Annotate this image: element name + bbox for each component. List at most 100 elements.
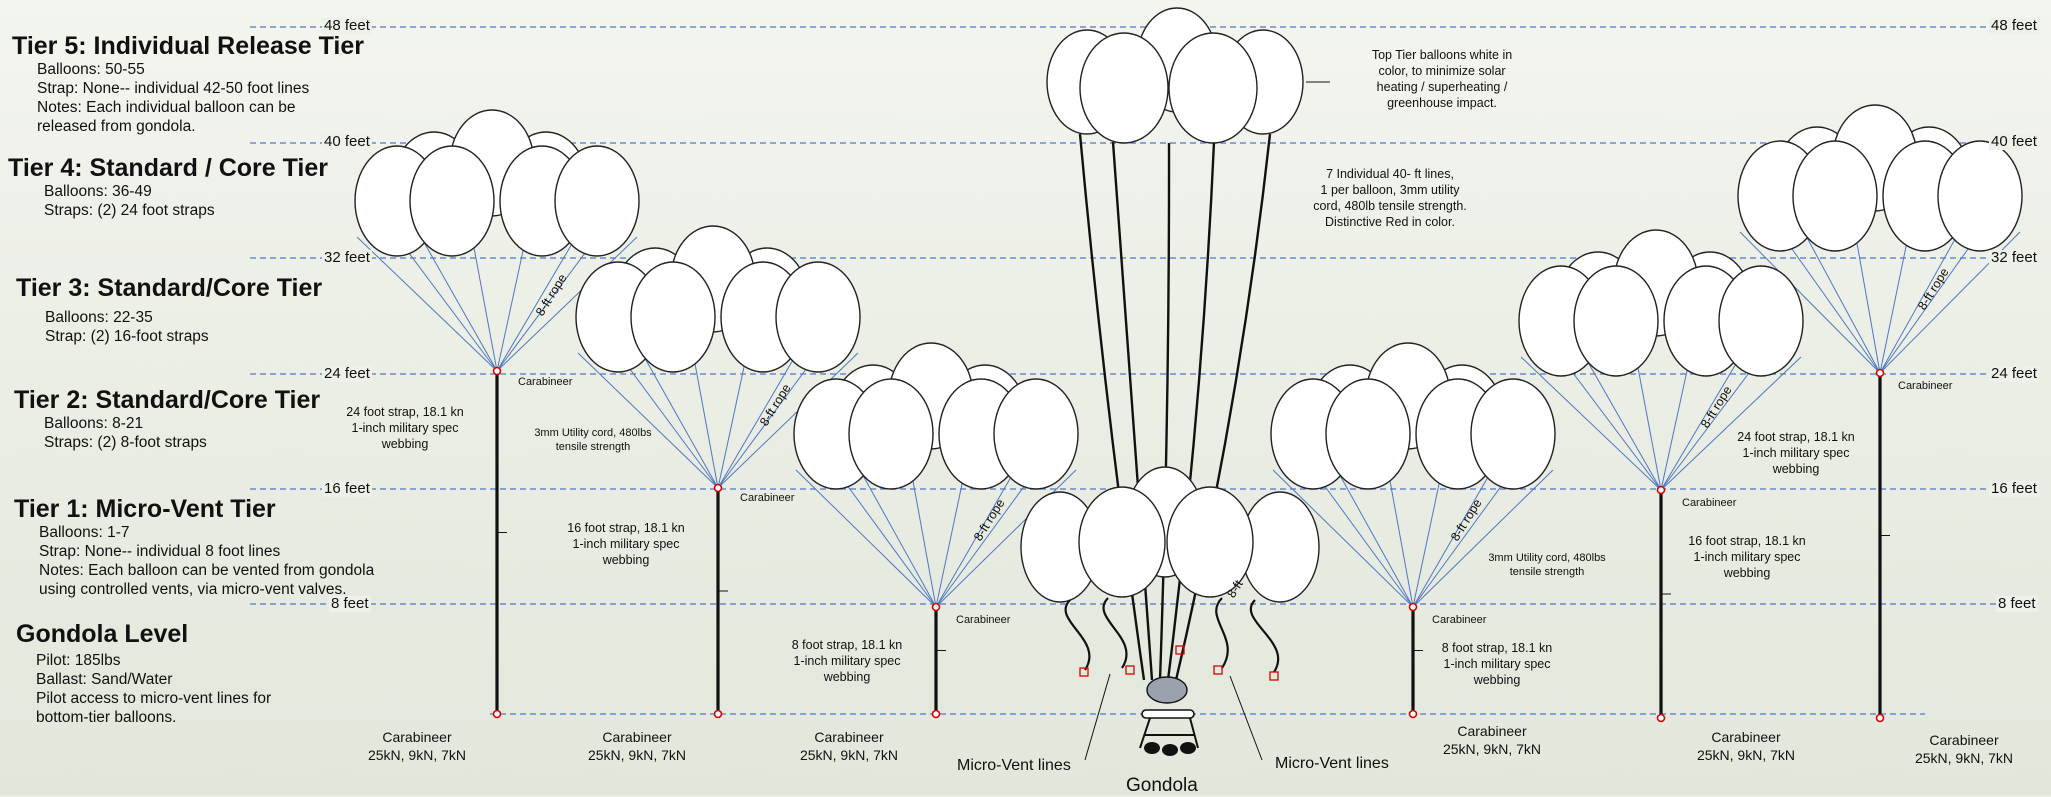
- strap-24-note-left: 24 foot strap, 18.1 kn 1-inch military s…: [340, 404, 470, 452]
- note-line: heating / superheating /: [1376, 80, 1508, 94]
- rope-line: [1336, 469, 1414, 608]
- gondola-level-line: bottom-tier balloons.: [36, 709, 177, 726]
- tier-2-description: Tier 2: Standard/Core Tier Balloons: 8-2…: [14, 386, 320, 452]
- tier-1-balloon: [1166, 486, 1254, 598]
- note-line: webbing: [1723, 566, 1771, 580]
- rope-line: [1660, 356, 1802, 491]
- carabineer-marker: [1875, 713, 1885, 723]
- level-label-32-right: 32 feet: [1989, 249, 2039, 266]
- micro-vent-lines-label-right: Micro-Vent lines: [1275, 755, 1389, 772]
- note-line: webbing: [602, 553, 650, 567]
- strap-24-note-right: 24 foot strap, 18.1 kn 1-inch military s…: [1731, 429, 1861, 477]
- carabineer-label: Carabineer: [1432, 614, 1487, 626]
- rope-line: [496, 236, 527, 372]
- note-line: 1-inch military spec: [1443, 657, 1551, 671]
- note-line: 16 foot strap, 18.1 kn: [1688, 534, 1806, 548]
- label-line: Carabineer: [1457, 723, 1527, 739]
- note-line: greenhouse impact.: [1387, 96, 1497, 110]
- carabineer-label: Carabineer: [1898, 380, 1953, 392]
- rope-line: [1779, 231, 1881, 374]
- note-line: 24 foot strap, 18.1 kn: [1737, 430, 1855, 444]
- micro-vent-line: [1249, 599, 1280, 673]
- micro-vent-lines-label-left: Micro-Vent lines: [957, 757, 1071, 774]
- red-lines-note: 7 Individual 40- ft lines, 1 per balloon…: [1300, 166, 1480, 230]
- tier-1-line: Notes: Each balloon can be vented from g…: [39, 562, 375, 579]
- level-label-8-left: 8 feet: [329, 595, 371, 612]
- balloon: [1325, 378, 1411, 490]
- gondola-level-line: Pilot access to micro-vent lines for: [36, 690, 272, 707]
- strap-8-note-left: 8 foot strap, 18.1 kn 1-inch military sp…: [782, 637, 912, 685]
- red-cord-line: [1174, 133, 1272, 681]
- carabineer-label: Carabineer: [518, 376, 573, 388]
- level-label-8-right: 8 feet: [1996, 595, 2038, 612]
- note-line: Distinctive Red in color.: [1325, 215, 1455, 229]
- rope-line: [1412, 469, 1493, 608]
- carabineer-label: Carabineer: [956, 614, 1011, 626]
- carabineer-marker: [1656, 713, 1666, 723]
- top-tier-balloon: [1168, 32, 1258, 144]
- red-cord-line: [1078, 133, 1146, 681]
- micro-vent-line: [1064, 599, 1091, 671]
- tier-1-balloon: [1078, 486, 1166, 598]
- level-label-40-right: 40 feet: [1989, 133, 2039, 150]
- carabineer-marker: [1408, 602, 1418, 612]
- rope-line: [935, 469, 1037, 608]
- note-line: Top Tier balloons white in: [1371, 48, 1513, 62]
- gondola-frame: [1141, 709, 1195, 719]
- note-line: 1 per balloon, 3mm utility: [1320, 183, 1460, 197]
- rope-line: [1660, 356, 1741, 491]
- label-line: 25kN, 9kN, 7kN: [367, 747, 467, 763]
- micro-vent-valve: [1269, 671, 1279, 681]
- note-line: 8 foot strap, 18.1 kn: [1441, 641, 1553, 655]
- note-line: 1-inch military spec: [351, 421, 459, 435]
- carabineer-marker: [1656, 485, 1666, 495]
- rope-line: [1879, 231, 1960, 374]
- label-line: 25kN, 9kN, 7kN: [1696, 747, 1796, 763]
- balloon: [775, 261, 861, 373]
- label-line: 25kN, 9kN, 7kN: [587, 747, 687, 763]
- rope-line: [717, 352, 859, 489]
- rope-line: [1312, 469, 1414, 608]
- note-line: tensile strength: [555, 441, 631, 453]
- leader-line: [1084, 673, 1111, 761]
- tier-1-line: using controlled vents, via micro-vent v…: [39, 581, 347, 598]
- rope-line: [935, 469, 966, 608]
- utility-cord-note-right: 3mm Utility cord, 480lbs tensile strengt…: [1482, 551, 1612, 579]
- rope-line: [1879, 231, 1981, 374]
- tier-1-title: Tier 1: Micro-Vent Tier: [14, 495, 276, 523]
- red-cord-line: [1166, 141, 1216, 681]
- balloon: [1470, 378, 1556, 490]
- label-line: Carabineer: [1711, 729, 1781, 745]
- note-line: 1-inch military spec: [1693, 550, 1801, 564]
- balloon: [1573, 265, 1659, 377]
- bottom-carabineer-label: Carabineer 25kN, 9kN, 7kN: [357, 728, 477, 764]
- gondola-frame: [1139, 717, 1199, 749]
- balloon: [1718, 265, 1804, 377]
- tier-5-line: released from gondola.: [37, 118, 196, 135]
- level-label-16-right: 16 feet: [1989, 480, 2039, 497]
- micro-vent-line: [1102, 597, 1128, 669]
- label-line: Carabineer: [1929, 732, 1999, 748]
- tier-2-title: Tier 2: Standard/Core Tier: [14, 386, 321, 414]
- note-line: webbing: [381, 437, 429, 451]
- note-line: 3mm Utility cord, 480lbs: [1488, 552, 1606, 564]
- level-label-32-left: 32 feet: [322, 249, 372, 266]
- label-line: Carabineer: [382, 729, 452, 745]
- ballast-bag: [1162, 744, 1178, 756]
- rope-line: [1660, 356, 1691, 491]
- rope-line: [1412, 469, 1554, 608]
- label-line: 25kN, 9kN, 7kN: [1914, 750, 2014, 766]
- note-line: 7 Individual 40- ft lines,: [1326, 167, 1454, 181]
- red-cord-line: [1111, 141, 1154, 681]
- tier-4-line: Straps: (2) 24 foot straps: [44, 202, 215, 219]
- bottom-carabineer-label: Carabineer 25kN, 9kN, 7kN: [577, 728, 697, 764]
- top-tier-balloon: [1079, 32, 1169, 144]
- top-tier-note: Top Tier balloons white in color, to min…: [1358, 47, 1526, 111]
- note-line: 24 foot strap, 18.1 kn: [346, 405, 464, 419]
- gondola-level-line: Pilot: 185lbs: [36, 652, 121, 669]
- rope-line: [1412, 469, 1514, 608]
- micro-vent-valve: [1213, 665, 1223, 675]
- balloon: [1937, 140, 2023, 252]
- rope-line: [1854, 231, 1881, 374]
